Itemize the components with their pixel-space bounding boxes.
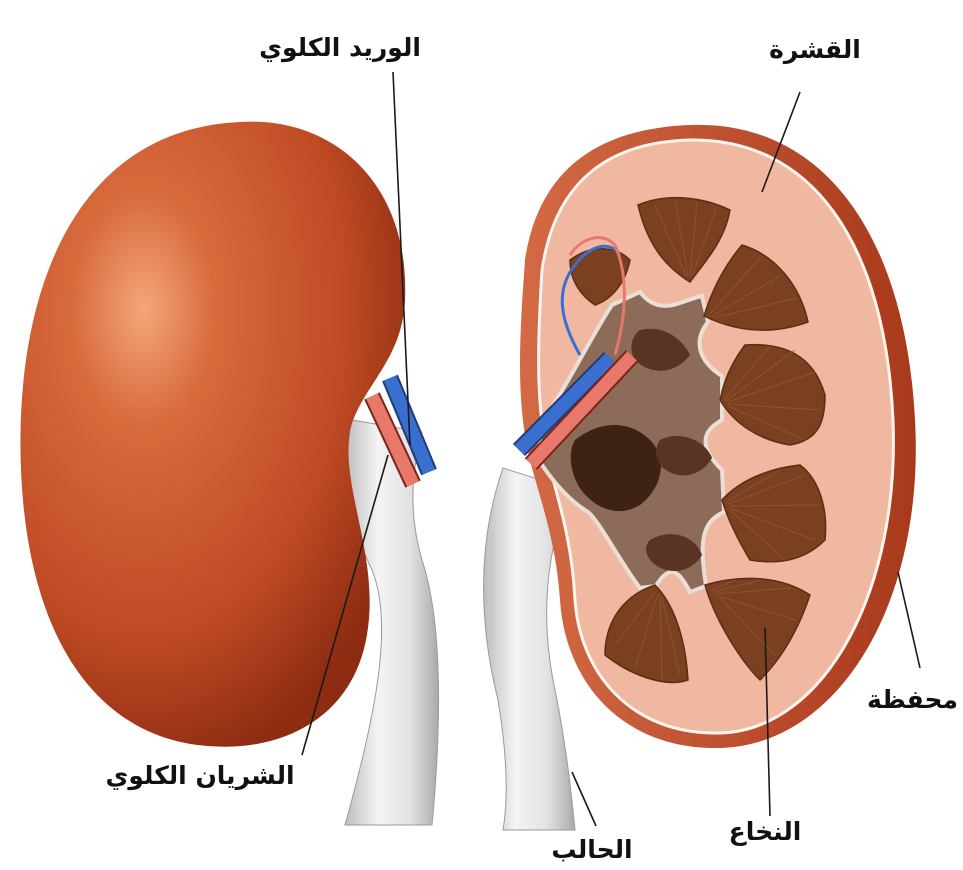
label-capsule: محفظة	[867, 685, 958, 714]
label-cortex: القشرة	[769, 35, 861, 65]
left-kidney-body	[20, 122, 405, 747]
label-renal-artery: الشريان الكلوي	[105, 761, 294, 791]
right-kidney-section	[484, 125, 916, 830]
label-medulla: النخاع	[729, 817, 802, 846]
leader-ureter	[572, 772, 596, 826]
leader-capsule	[898, 572, 920, 668]
left-kidney-external	[20, 122, 438, 825]
label-renal-vein: الوريد الكلوي	[259, 33, 421, 63]
label-ureter: الحالب	[551, 835, 632, 864]
